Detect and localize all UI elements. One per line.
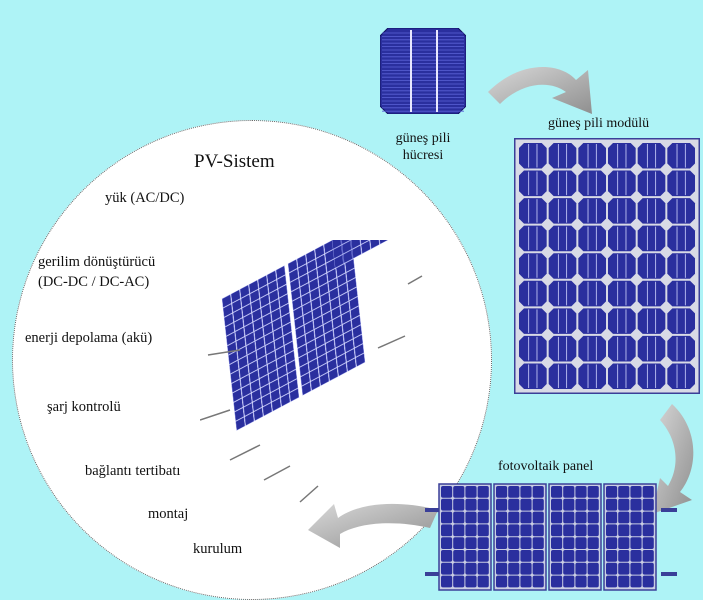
module-cell xyxy=(519,225,547,252)
component-connections: bağlantı tertibatı xyxy=(85,463,181,479)
cell-label: güneş pili hücresi xyxy=(388,130,458,164)
module-cell xyxy=(548,225,577,252)
solar-cell xyxy=(380,28,466,114)
module-cell xyxy=(637,170,666,197)
component-converter-types: (DC-DC / DC-AC) xyxy=(38,274,150,290)
module-cell xyxy=(548,363,577,389)
component-charge-control: şarj kontrolü xyxy=(47,399,121,415)
module-cell xyxy=(637,335,666,362)
module-cell xyxy=(519,170,547,197)
module-cell xyxy=(519,253,547,279)
module-cell xyxy=(637,363,666,389)
module-cell xyxy=(608,198,636,224)
module-cell xyxy=(519,198,547,224)
pv-panel-array xyxy=(425,483,677,591)
component-installation: kurulum xyxy=(193,541,243,557)
module-cell xyxy=(667,253,695,279)
module-cell xyxy=(578,170,606,197)
module-cell xyxy=(667,170,695,197)
module-cell xyxy=(548,280,577,307)
module-cell xyxy=(578,198,606,224)
module-cell xyxy=(578,363,606,389)
module-cell xyxy=(667,363,695,389)
module-cell xyxy=(578,335,606,362)
arrow-panel-to-system xyxy=(308,503,438,548)
module-cell xyxy=(637,143,666,169)
module-cell xyxy=(608,170,636,197)
module-cell xyxy=(637,225,666,252)
module-cell xyxy=(548,335,577,362)
arrow-module-to-panel xyxy=(652,404,694,514)
module-cell xyxy=(608,363,636,389)
arrow-cell-to-module xyxy=(488,67,592,114)
module-cell xyxy=(667,280,695,307)
module-cell xyxy=(637,280,666,307)
module-cell xyxy=(637,198,666,224)
module-cell xyxy=(578,280,606,307)
module-cell xyxy=(548,170,577,197)
module-cell xyxy=(578,253,606,279)
module-cell xyxy=(667,225,695,252)
module-cell xyxy=(578,143,606,169)
system-title: PV-Sistem xyxy=(194,151,275,172)
panel-label: fotovoltaik panel xyxy=(498,459,594,474)
module-cell xyxy=(519,280,547,307)
module-cell xyxy=(667,143,695,169)
module-cell xyxy=(608,335,636,362)
cell-label-line1: güneş pili xyxy=(395,131,451,146)
module-cell xyxy=(637,253,666,279)
module-cell xyxy=(667,335,695,362)
module-cell xyxy=(608,143,636,169)
module-cell xyxy=(548,143,577,169)
module-cell xyxy=(548,253,577,279)
module-cell xyxy=(578,225,606,252)
module-label: güneş pili modülü xyxy=(548,116,650,131)
component-storage: enerji depolama (akü) xyxy=(25,330,153,346)
module-cell xyxy=(519,143,547,169)
module-cell xyxy=(637,308,666,334)
module-cell xyxy=(578,308,606,334)
component-load: yük (AC/DC) xyxy=(105,190,185,206)
module-cell xyxy=(667,308,695,334)
module-cell xyxy=(519,363,547,389)
module-cell xyxy=(608,253,636,279)
component-mounting: montaj xyxy=(148,506,189,522)
component-converter: gerilim dönüştürücü xyxy=(38,254,156,270)
module-cell xyxy=(519,308,547,334)
module-cell xyxy=(548,198,577,224)
module-cell xyxy=(667,198,695,224)
solar-module xyxy=(514,138,700,394)
module-cell xyxy=(608,280,636,307)
mounted-pv-array xyxy=(200,240,423,503)
cell-label-line2: hücresi xyxy=(402,148,444,163)
module-cell xyxy=(608,308,636,334)
module-cell xyxy=(608,225,636,252)
module-cell xyxy=(548,308,577,334)
module-cell xyxy=(519,335,547,362)
